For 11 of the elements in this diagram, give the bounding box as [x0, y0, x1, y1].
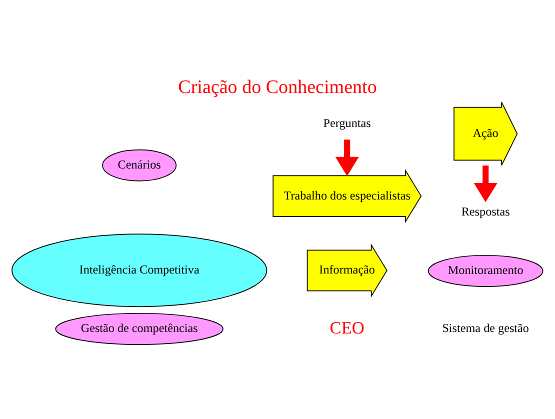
arrow: [335, 140, 359, 176]
label: CEO: [330, 318, 364, 338]
node-text: Perguntas: [323, 116, 371, 130]
node-ellipse: Cenários: [102, 149, 177, 182]
diagram-title: Criação do Conhecimento: [178, 77, 377, 98]
node-ellipse: Inteligência Competitiva: [12, 234, 268, 308]
node-ellipse: Gestão de competências: [55, 312, 224, 345]
node-ellipse: Monitoramento: [428, 254, 544, 287]
arrow: [474, 166, 498, 202]
label: Sistema de gestão: [442, 321, 529, 336]
node-text: Respostas: [461, 204, 510, 218]
